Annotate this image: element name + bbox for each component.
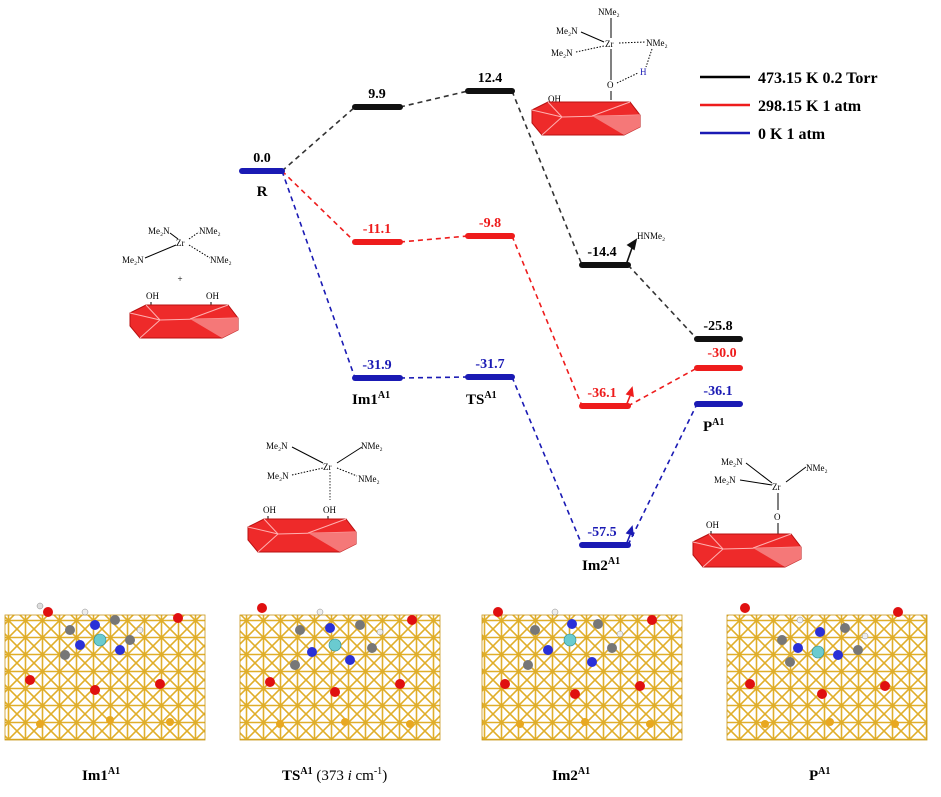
- value-p-blue: -36.1: [703, 384, 732, 399]
- svg-text:OH: OH: [263, 505, 276, 515]
- value-im2-black: -14.4: [587, 245, 616, 260]
- sketch-product: Zr Me₂N Me₂N NMe₂ O OH: [692, 457, 828, 568]
- caption-im2: Im2A1: [552, 766, 590, 784]
- chem-zr: Zr: [772, 482, 781, 492]
- connector-red-r-im1: [281, 170, 356, 243]
- legend: 473.15 K 0.2 Torr 298.15 K 1 atm 0 K 1 a…: [700, 70, 878, 143]
- svg-text:OH: OH: [323, 505, 336, 515]
- svg-text:Me₂N: Me₂N: [721, 457, 743, 467]
- value-im1-blue: -31.9: [362, 358, 391, 373]
- caption-p: PA1: [809, 766, 830, 784]
- model-panels: [4, 602, 928, 741]
- sketch-reactant: Zr Me₂N NMe₂ Me₂N NMe₂ + OH OH: [122, 226, 239, 339]
- svg-text:NMe₂: NMe₂: [646, 38, 668, 48]
- arrow-black-icon: [625, 247, 633, 266]
- state-label-r: R: [257, 184, 268, 200]
- connector-blue-im2-p: [627, 403, 698, 546]
- svg-text:Me₂N: Me₂N: [267, 471, 289, 481]
- value-r: 0.0: [253, 151, 271, 166]
- value-ts-black: 12.4: [478, 71, 503, 86]
- chem-zr: Zr: [605, 39, 614, 49]
- svg-text:O: O: [774, 512, 781, 522]
- svg-text:NMe₂: NMe₂: [199, 226, 221, 236]
- svg-text:Me₂N: Me₂N: [266, 441, 288, 451]
- caption-ts: TSA1 (373 i cm-1): [282, 766, 387, 784]
- connector-black-ts-im2: [511, 90, 583, 266]
- svg-text:NMe₂: NMe₂: [358, 474, 380, 484]
- value-ts-blue: -31.7: [475, 357, 504, 372]
- connector-red-im1-ts: [399, 235, 469, 243]
- svg-text:OH: OH: [146, 291, 159, 301]
- svg-text:Me₂N: Me₂N: [122, 255, 144, 265]
- value-im2-red: -36.1: [587, 386, 616, 401]
- connector-blue-im1-ts: [399, 376, 469, 379]
- connector-black-im2-p: [627, 264, 698, 340]
- svg-text:OH: OH: [548, 94, 561, 104]
- model-ts-image: [239, 603, 441, 741]
- svg-text:OH: OH: [206, 291, 219, 301]
- svg-text:NMe₂: NMe₂: [210, 255, 232, 265]
- state-label-p: PA1: [703, 417, 724, 435]
- chem-plus: +: [177, 274, 182, 284]
- svg-text:NMe₂: NMe₂: [598, 7, 620, 17]
- arrow-red-icon: [625, 395, 631, 407]
- svg-text:Me₂N: Me₂N: [148, 226, 170, 236]
- value-p-black: -25.8: [703, 319, 732, 334]
- model-im2-image: [481, 607, 683, 741]
- value-im1-red: -11.1: [363, 222, 391, 237]
- chem-h-transfer: H: [640, 67, 647, 77]
- chem-hnme2: HNMe₂: [637, 231, 665, 241]
- connector-black-im1-ts: [399, 90, 469, 108]
- state-labels: R Im1A1 TSA1 Im2A1 PA1: [257, 184, 725, 574]
- svg-text:Me₂N: Me₂N: [556, 26, 578, 36]
- chem-zr: Zr: [323, 462, 332, 472]
- legend-label-blue: 0 K 1 atm: [758, 126, 826, 143]
- connector-black-r-im1: [281, 106, 356, 172]
- sketch-ts: Zr NMe₂ Me₂N Me₂N NMe₂ O H OH: [531, 7, 668, 136]
- surface-slab-icon: [247, 518, 357, 553]
- svg-text:NMe₂: NMe₂: [361, 441, 383, 451]
- connector-blue-ts-im2: [511, 376, 583, 546]
- svg-text:O: O: [607, 80, 614, 90]
- model-p-image: [726, 603, 928, 741]
- caption-im1: Im1A1: [82, 766, 120, 784]
- svg-text:OH: OH: [706, 520, 719, 530]
- value-im2-blue: -57.5: [587, 525, 616, 540]
- value-im1-black: 9.9: [368, 87, 386, 102]
- value-ts-red: -9.8: [479, 216, 501, 231]
- arrow-blue-icon: [625, 534, 631, 546]
- state-label-im2: Im2A1: [582, 556, 620, 574]
- value-p-red: -30.0: [707, 346, 736, 361]
- chem-zr: Zr: [176, 238, 185, 248]
- connectors: [281, 90, 698, 546]
- svg-text:Me₂N: Me₂N: [714, 475, 736, 485]
- level-bars: [239, 88, 743, 548]
- connector-red-ts-im2: [511, 235, 583, 407]
- legend-label-red: 298.15 K 1 atm: [758, 98, 862, 115]
- surface-slab-icon: [129, 304, 239, 339]
- value-labels: 0.0 9.9 -11.1 -31.9 12.4 -9.8 -31.7 -14.…: [253, 71, 736, 540]
- connector-red-im2-p: [627, 367, 698, 407]
- connector-blue-r-im1: [281, 170, 356, 379]
- surface-slab-icon: [692, 533, 802, 568]
- state-label-ts: TSA1: [466, 390, 497, 408]
- state-label-im1: Im1A1: [352, 390, 390, 408]
- surface-slab-icon: [531, 101, 641, 136]
- svg-text:NMe₂: NMe₂: [806, 463, 828, 473]
- legend-label-black: 473.15 K 0.2 Torr: [758, 70, 878, 87]
- captions: Im1A1 TSA1 (373 i cm-1) Im2A1 PA1: [82, 766, 830, 784]
- model-im1-image: [4, 602, 206, 741]
- sketch-im1: Zr Me₂N NMe₂ Me₂N NMe₂ OH OH: [247, 441, 383, 553]
- svg-text:Me₂N: Me₂N: [551, 48, 573, 58]
- release-arrows: [625, 238, 638, 546]
